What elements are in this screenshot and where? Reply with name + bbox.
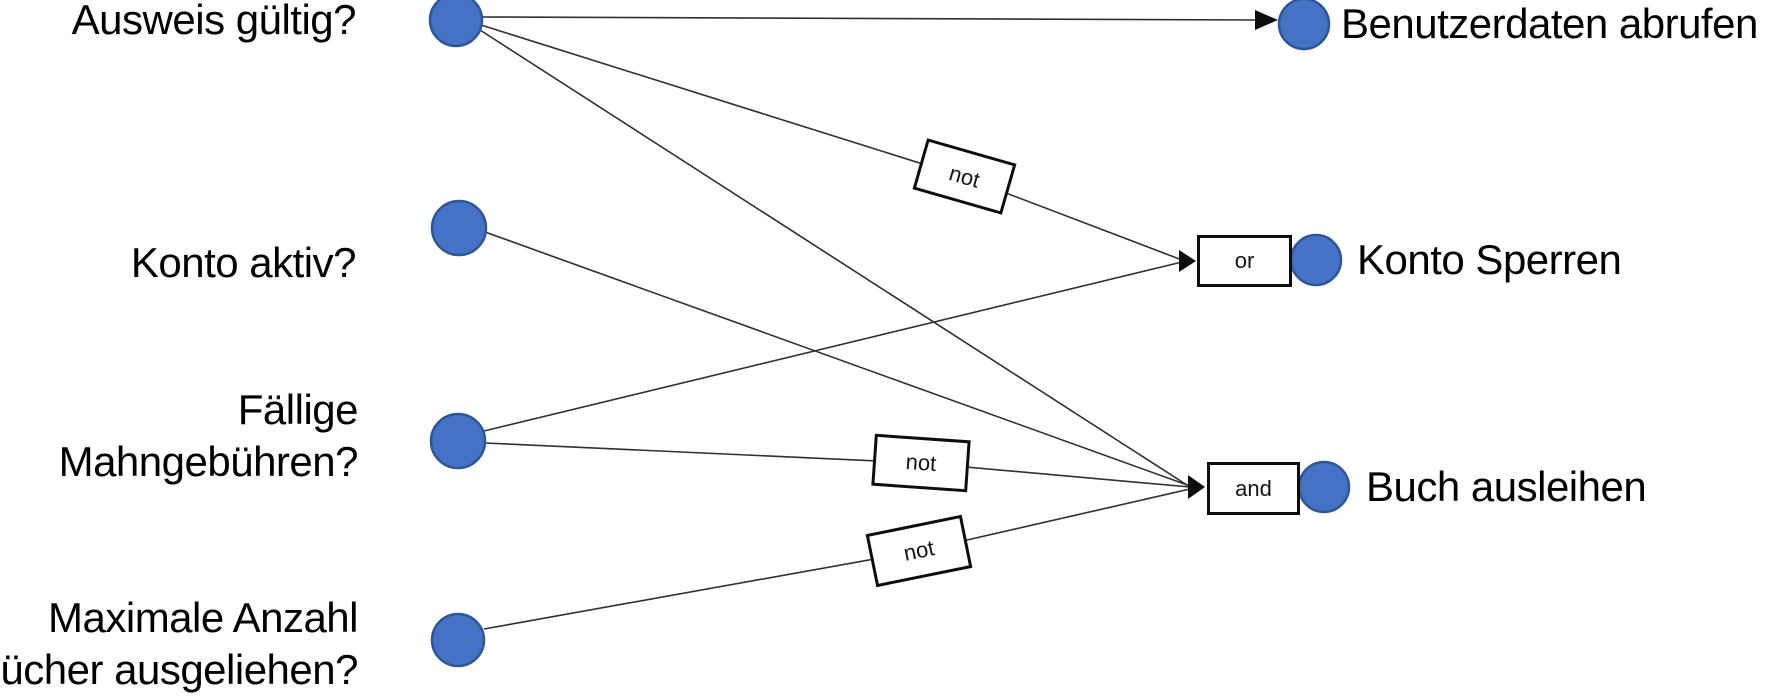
node-ausweis-gueltig bbox=[428, 0, 484, 48]
edge-maxbuecher-not-and bbox=[483, 488, 1191, 630]
edge-mahngebuehren-or bbox=[483, 261, 1183, 432]
node-buch-ausleihen bbox=[1297, 460, 1351, 514]
node-maximale-anzahl-buecher bbox=[430, 612, 486, 668]
arrowhead-benutzerdaten bbox=[1255, 10, 1278, 30]
edge-ausweis-not-or bbox=[480, 24, 1183, 261]
and-gate: and bbox=[1207, 462, 1300, 515]
edge-kontoaktiv-and bbox=[484, 231, 1191, 487]
or-gate: or bbox=[1197, 235, 1292, 287]
output-label-benutzerdaten-abrufen: Benutzerdaten abrufen bbox=[1341, 0, 1758, 47]
output-label-buch-ausleihen: Buch ausleihen bbox=[1366, 463, 1647, 510]
arrowhead-or-gate bbox=[1179, 250, 1196, 272]
and-gate-label: and bbox=[1235, 475, 1272, 501]
input-label-konto-aktiv: Konto aktiv? bbox=[130, 239, 357, 286]
node-konto-sperren bbox=[1289, 233, 1343, 287]
input-label-ausweis-gueltig: Ausweis gültig? bbox=[71, 0, 357, 43]
output-label-konto-sperren: Konto Sperren bbox=[1357, 236, 1622, 283]
not-gate-label: not bbox=[946, 159, 983, 193]
edge-ausweis-and bbox=[479, 29, 1191, 488]
input-label-maximale-anzahl-buecher: Maximale Anzahl Bücher ausgeliehen? bbox=[0, 594, 359, 693]
node-konto-aktiv bbox=[430, 199, 488, 257]
edge-mahngebuehren-not-and bbox=[484, 442, 1191, 488]
not-gate-label: not bbox=[901, 535, 937, 566]
node-benutzerdaten-abrufen bbox=[1277, 0, 1331, 51]
arrowhead-and-gate bbox=[1188, 475, 1205, 499]
input-label-faellige-mahngebuehren: Fällige Mahngebühren? bbox=[58, 386, 359, 485]
not-gate-mahngebuehren: not bbox=[871, 433, 971, 493]
edge-ausweis-benutzerdaten bbox=[481, 16, 1259, 21]
node-faellige-mahngebuehren bbox=[429, 412, 487, 470]
not-gate-label: not bbox=[904, 448, 938, 477]
or-gate-label: or bbox=[1234, 248, 1255, 273]
